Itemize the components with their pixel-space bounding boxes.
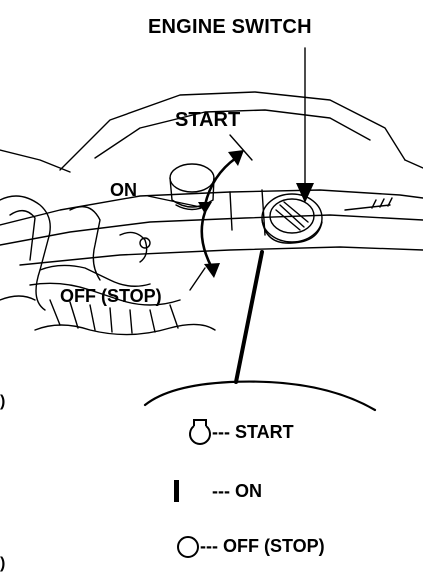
legend-leader-line [234,250,264,384]
legend-off-text: --- OFF (STOP) [200,536,325,556]
off-symbol-icon [177,536,199,558]
start-symbol-icon [189,419,211,445]
start-arrowhead [228,150,244,166]
engine-hoses [0,195,216,336]
on-position-label: ON [110,180,137,200]
off-position-label: OFF (STOP) [60,286,162,306]
edge-mark-upper: ) [0,393,6,410]
start-rotation-arrow [203,156,238,207]
rotation-center-arrowhead [198,202,212,214]
legend-on-text: --- ON [212,481,262,501]
off-rotation-arrow [200,210,214,270]
on-symbol-icon [174,480,179,502]
edge-mark-lower: ) [0,555,6,572]
engine-switch-dial [261,193,323,244]
on-leader-line [147,195,206,209]
legend-start-text: --- START [212,422,294,442]
title-arrowhead [296,183,314,203]
start-leader-line [229,134,253,161]
engine-switch-title: ENGINE SWITCH [148,16,312,38]
legend-arc [143,380,377,412]
off-arrowhead [204,263,220,278]
start-position-label: START [175,109,241,131]
off-leader-line [189,267,206,291]
